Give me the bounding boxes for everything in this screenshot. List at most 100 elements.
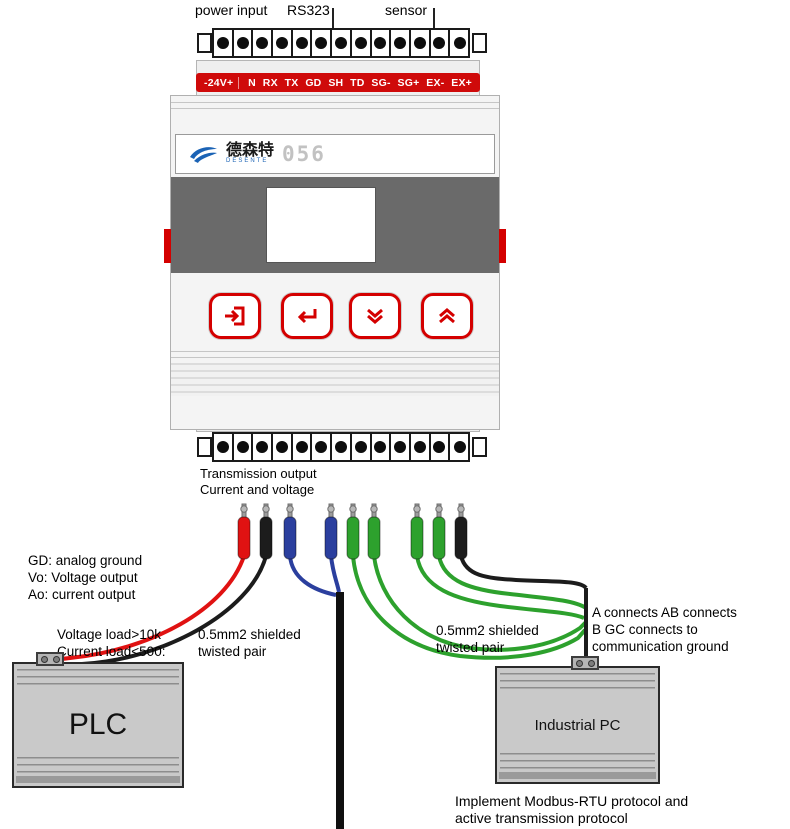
housing-groove	[171, 108, 499, 109]
vent-band	[171, 363, 499, 396]
scroll-down-button	[349, 293, 401, 339]
terminal-screw	[332, 30, 352, 56]
note-line: Transmission output	[200, 466, 317, 481]
note-line: Voltage load>10k	[57, 627, 161, 642]
note-line: twisted pair	[436, 640, 505, 655]
note-line: GD: analog ground	[28, 553, 143, 568]
brand-logo-icon	[190, 147, 217, 163]
terminal-screw	[293, 434, 313, 460]
device-body: 德森特 DESENTE 056	[164, 95, 506, 430]
terminal-screw	[352, 30, 372, 56]
terminal-strip-tab	[472, 437, 487, 457]
blue-1-plug	[283, 503, 297, 560]
terminal-screw	[273, 30, 293, 56]
leader-line	[433, 8, 435, 28]
brand-name-block: 德森特 DESENTE	[226, 142, 275, 165]
terminal-label: N	[248, 76, 256, 89]
lcd-screen	[266, 187, 376, 263]
note-line: Current load<500:	[57, 644, 166, 659]
terminal-screw	[431, 434, 451, 460]
terminal-screw	[372, 434, 392, 460]
note-line: A connects AB connects	[592, 605, 737, 620]
terminal-screw	[431, 30, 451, 56]
machine-stripes	[17, 669, 179, 686]
note-line: Current and voltage	[200, 482, 315, 497]
return-icon	[297, 309, 317, 324]
green-4-plug	[432, 503, 446, 560]
machine-band	[499, 772, 656, 779]
plc-wire-connector	[36, 652, 64, 666]
double-chevron-down-icon	[367, 308, 383, 324]
terminal-screw	[234, 434, 254, 460]
leader-line	[332, 8, 334, 28]
note-line: B GC connects to	[592, 622, 698, 637]
side-clip-left	[164, 229, 171, 263]
return-button	[281, 293, 333, 339]
terminal-label: TD	[350, 76, 365, 89]
side-clip-right	[499, 229, 506, 263]
note-line: 0.5mm2 shielded	[198, 627, 301, 642]
blue-2-plug	[324, 503, 338, 560]
rs323-label: RS323	[287, 2, 330, 18]
housing-groove	[171, 351, 499, 352]
wire-black-to-ipc	[459, 555, 588, 590]
machine-stripes	[500, 753, 655, 770]
terminal-label: -24V+	[204, 76, 240, 89]
terminal-screw	[450, 30, 470, 56]
plc-label: PLC	[68, 708, 128, 741]
terminal-screw	[234, 30, 254, 56]
terminal-strip-tab	[197, 33, 212, 53]
terminal-label: EX+	[451, 76, 472, 89]
terminal-screw	[273, 434, 293, 460]
scroll-up-button	[421, 293, 473, 339]
model-number: 056	[282, 142, 326, 166]
terminal-screw	[372, 30, 392, 56]
terminal-screw	[312, 30, 333, 56]
terminal-screw	[411, 434, 431, 460]
note-line: Ao: current output	[28, 587, 136, 602]
terminal-screw	[312, 434, 333, 460]
terminal-screw	[293, 30, 313, 56]
terminal-screw	[214, 30, 234, 56]
connector-screw	[587, 659, 595, 667]
note-line: communication ground	[592, 639, 729, 654]
black-left-plug	[259, 503, 273, 560]
brand-name-cn: 德森特	[226, 142, 275, 159]
terminal-strip-tab	[472, 33, 487, 53]
black-right-plug	[454, 503, 468, 560]
housing-groove	[171, 357, 499, 358]
top-terminal-strip	[212, 28, 470, 58]
note-line: Implement Modbus-RTU protocol and	[455, 793, 689, 809]
terminal-label: GD	[305, 76, 322, 89]
rs485-wiring-note: A connects AB connects B GC connects to co…	[592, 604, 737, 655]
terminal-label: SG+	[397, 76, 420, 89]
housing-groove	[171, 102, 499, 103]
wire-blue-2	[329, 555, 341, 593]
green-1-plug	[346, 503, 360, 560]
display-panel	[171, 177, 499, 273]
terminal-screw	[214, 434, 234, 460]
green-3-plug	[410, 503, 424, 560]
green-2-plug	[367, 503, 381, 560]
wire-green-4	[437, 555, 588, 610]
machine-band	[16, 776, 180, 783]
enter-icon	[225, 306, 245, 326]
terminal-screw	[391, 434, 411, 460]
machine-stripes	[17, 757, 179, 774]
enter-button	[209, 293, 261, 339]
power-input-label: power input	[195, 2, 268, 18]
connector-screw	[575, 659, 583, 667]
terminal-strip-tab	[197, 437, 212, 457]
terminal-label: SH	[328, 76, 344, 89]
plc-box: PLC	[12, 662, 184, 788]
connector-screw	[52, 655, 60, 663]
note-line: Vo: Voltage output	[28, 570, 138, 585]
